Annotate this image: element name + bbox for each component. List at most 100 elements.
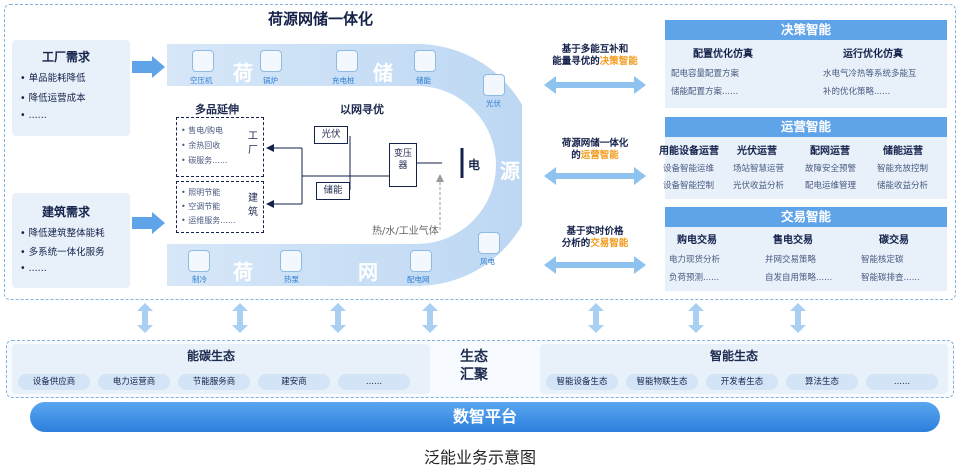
- wind-label: 风电: [480, 257, 495, 266]
- load-char: 荷: [233, 61, 253, 85]
- decision-col-line: 配电容量配置方案: [671, 69, 740, 79]
- trade-col-line: 智能核定碳: [861, 255, 904, 265]
- wind-turbine-icon: [478, 232, 500, 254]
- vertical-double-arrow-icon: [137, 303, 153, 333]
- vertical-double-arrow-icon: [688, 303, 704, 333]
- eco-pill-item: 电力运营商: [98, 374, 170, 390]
- decision-intel-header: 决策智能: [665, 20, 947, 40]
- operation-col-line: 场站智慧运营: [733, 164, 785, 174]
- refrigeration-label: 制冷: [192, 275, 207, 284]
- operation-col-line: 故障安全预警: [805, 164, 857, 174]
- building-item: • 降低建筑整体能耗: [20, 228, 105, 239]
- compressor-label: 空压机: [190, 76, 213, 85]
- trade-col-line: 负荷预测......: [669, 273, 720, 283]
- factory-item: • 降低运营成本: [20, 93, 86, 104]
- factory-demand-panel: 工厂需求 • 单品能耗降低 • 降低运营成本 • ......: [12, 40, 130, 136]
- storage-label: 储能: [416, 76, 431, 85]
- pv-node: 光伏: [314, 126, 348, 144]
- boiler-icon: [260, 50, 282, 72]
- vertical-double-arrow-icon: [790, 303, 806, 333]
- arrow-right-icon: [132, 56, 165, 78]
- operation-col-line: 光伏收益分析: [733, 181, 785, 191]
- refrigeration-icon: [188, 250, 210, 272]
- decision-col-line: 补的优化策略......: [823, 87, 891, 97]
- eco-pill-item: 算法生态: [786, 374, 858, 390]
- center-title: 荷源网储一体化: [268, 10, 374, 28]
- operation-col-line: 设备智能控制: [663, 181, 715, 191]
- eco-label-line: 生态: [460, 349, 488, 365]
- double-arrow-icon: [544, 76, 646, 94]
- charging-pile-icon: [336, 50, 358, 72]
- smart-eco-panel: 智能生态 智能设备生态 智能物联生态 开发者生态 算法生态 ......: [540, 344, 948, 394]
- multi-extension-label: 多品延伸: [195, 103, 239, 116]
- operation-col-title: 用能设备运营: [659, 146, 719, 157]
- eco-pill-item: 建安商: [258, 374, 330, 390]
- arrow-right-icon: [132, 212, 165, 234]
- factory-item: • ......: [20, 110, 47, 121]
- building-box: [176, 181, 264, 233]
- operation-col-title: 光伏运营: [737, 146, 777, 157]
- factory-line: • 碳服务......: [181, 156, 228, 165]
- building-item: • 多系统一体化服务: [20, 247, 105, 258]
- eco-pill-item: 智能物联生态: [626, 374, 698, 390]
- transformer-node: 变压器: [389, 143, 417, 187]
- distribution-grid-label: 配电网: [407, 275, 430, 284]
- heat-water-gas-label: 热/水/工业气体: [372, 226, 439, 237]
- eco-pill-item: 开发者生态: [706, 374, 778, 390]
- eco-label-line: 汇聚: [460, 367, 488, 383]
- factory-line: • 余热回收: [181, 141, 221, 150]
- pv-label: 光伏: [486, 99, 501, 108]
- building-line: • 照明节能: [181, 188, 221, 197]
- building-demand-title: 建筑需求: [42, 205, 91, 219]
- compressor-icon: [192, 50, 214, 72]
- digital-platform-bar: 数智平台: [30, 402, 940, 432]
- trade-col-title: 售电交易: [773, 235, 813, 246]
- vertical-double-arrow-icon: [330, 303, 346, 333]
- vertical-double-arrow-icon: [422, 303, 438, 333]
- eco-pill-item: 节能服务商: [178, 374, 250, 390]
- grid-optimization-label: 以网寻优: [340, 103, 384, 116]
- charging-pile-label: 充电桩: [332, 76, 355, 85]
- heat-pump-label: 热泵: [284, 275, 299, 284]
- trade-intel-caption: 基于实时价格分析的交易智能: [561, 226, 629, 249]
- trade-intel-header: 交易智能: [665, 207, 947, 227]
- decision-col-line: 储能配置方案......: [671, 87, 739, 97]
- eco-pill-item: ......: [866, 374, 938, 390]
- factory-box: [176, 117, 264, 177]
- building-demand-panel: 建筑需求 • 降低建筑整体能耗 • 多系统一体化服务 • ......: [12, 193, 130, 288]
- decision-col-title: 运行优化仿真: [843, 49, 903, 60]
- building-line: • 空调节能: [181, 202, 221, 211]
- building-item: • ......: [20, 263, 47, 274]
- factory-demand-title: 工厂需求: [42, 50, 91, 64]
- operation-col-line: 设备智能运维: [663, 164, 715, 174]
- decision-col-line: 水电气冷热等系统多能互: [823, 69, 917, 79]
- trade-col-line: 智能碳排查......: [861, 273, 920, 283]
- vertical-double-arrow-icon: [232, 303, 248, 333]
- operation-col-line: 储能收益分析: [877, 181, 929, 191]
- double-arrow-icon: [544, 167, 646, 185]
- trade-col-line: 电力现货分析: [669, 255, 721, 265]
- decision-col-title: 配置优化仿真: [693, 49, 753, 60]
- factory-item: • 单品能耗降低: [20, 73, 86, 84]
- double-arrow-icon: [544, 256, 646, 274]
- operation-col-title: 配网运营: [810, 146, 850, 157]
- operation-intel-caption: 荷源网储一体化的运营智能: [561, 138, 629, 161]
- decision-intel-panel: 配置优化仿真 配电容量配置方案 储能配置方案...... 运行优化仿真 水电气冷…: [665, 40, 947, 108]
- operation-col-title: 储能运营: [883, 146, 923, 157]
- grid-char: 网: [358, 260, 378, 284]
- digital-platform-label: 数智平台: [452, 407, 517, 426]
- energy-carbon-eco-title: 能碳生态: [187, 349, 236, 363]
- upper-frame: [4, 4, 956, 300]
- trade-col-line: 自发自用策略......: [765, 273, 833, 283]
- trade-col-title: 碳交易: [879, 235, 909, 246]
- heat-pump-icon: [280, 250, 302, 272]
- operation-col-line: 智能充放控制: [877, 164, 929, 174]
- eco-pill-item: 智能设备生态: [546, 374, 618, 390]
- decision-intel-caption: 基于多能互补和能量寻优的决策智能: [552, 44, 638, 67]
- building-line: • 运维服务......: [181, 216, 236, 225]
- inner-wiring: [266, 136, 464, 230]
- smart-eco-title: 智能生态: [710, 349, 759, 363]
- eco-pill-item: 设备供应商: [18, 374, 90, 390]
- source-char: 源: [500, 159, 520, 183]
- load-char-bottom: 荷: [233, 260, 253, 284]
